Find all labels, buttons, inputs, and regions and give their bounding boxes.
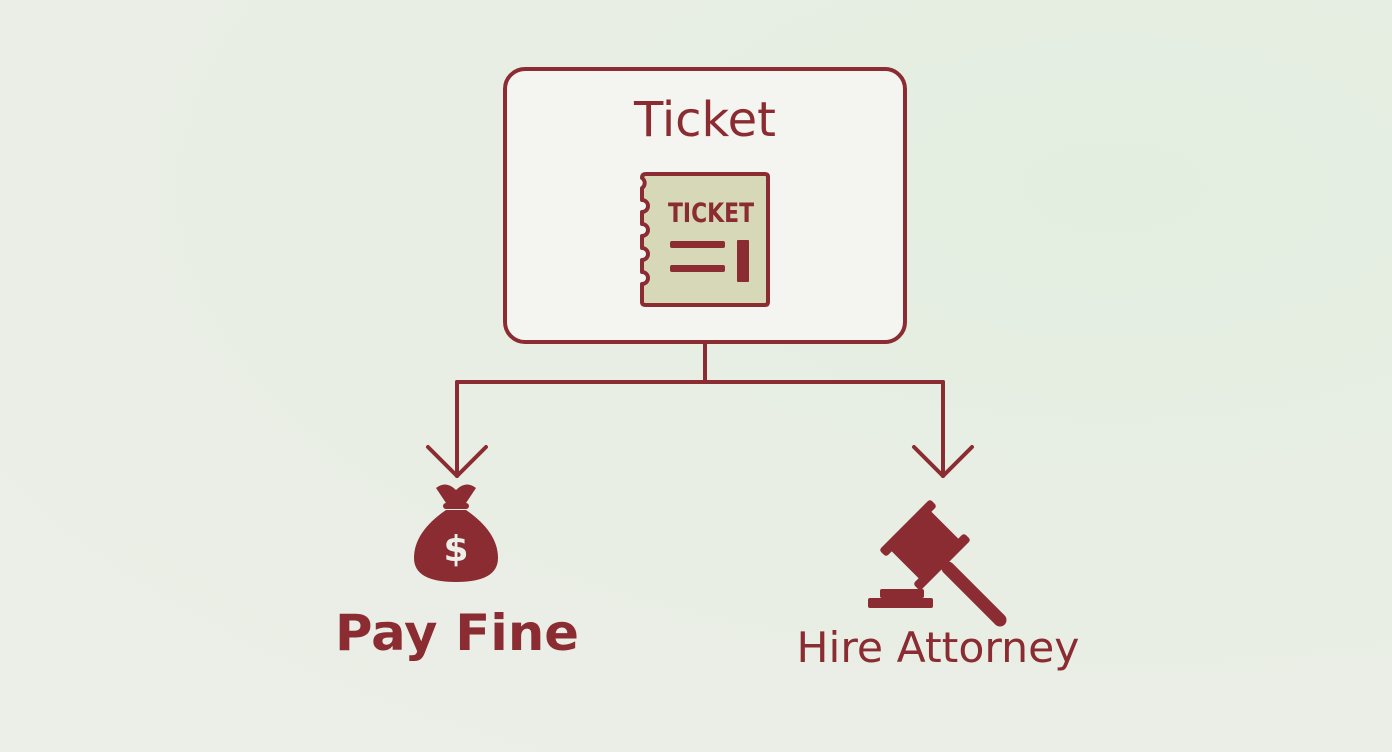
gavel-cap-left (880, 500, 936, 556)
arrowhead-right (912, 445, 974, 478)
ticket-icon-line-2 (670, 265, 725, 272)
ticket-icon-paper (640, 172, 770, 307)
ticket-icon-text: TICKET (668, 198, 754, 229)
gavel-cap-right (914, 534, 970, 590)
gavel-sound-block-base (868, 598, 933, 608)
ticket-icon-line-1 (670, 241, 725, 248)
gavel-handle (941, 561, 1007, 627)
hire-attorney-label: Hire Attorney (797, 623, 1080, 672)
money-bag-tie (443, 503, 469, 509)
money-bag-symbol: $ (443, 529, 468, 570)
pay-fine-label: Pay Fine (335, 604, 579, 662)
ticket-node: Ticket TICKET (503, 67, 907, 344)
ticket-icon: TICKET (640, 172, 770, 307)
money-bag-icon: $ (414, 484, 498, 582)
money-bag-body (414, 510, 498, 582)
ticket-icon-bar (737, 240, 749, 282)
money-bag-top (436, 484, 476, 503)
ticket-node-title: Ticket (633, 92, 776, 148)
gavel-hammer (880, 500, 970, 590)
arrowhead-left (426, 445, 488, 478)
gavel-sound-block-top (880, 589, 924, 598)
gavel-head (891, 511, 959, 579)
option-hire-attorney: Hire Attorney (797, 500, 1080, 672)
option-pay-fine: $ Pay Fine (335, 484, 579, 662)
gavel-icon (868, 500, 1007, 627)
connectors (426, 340, 974, 478)
